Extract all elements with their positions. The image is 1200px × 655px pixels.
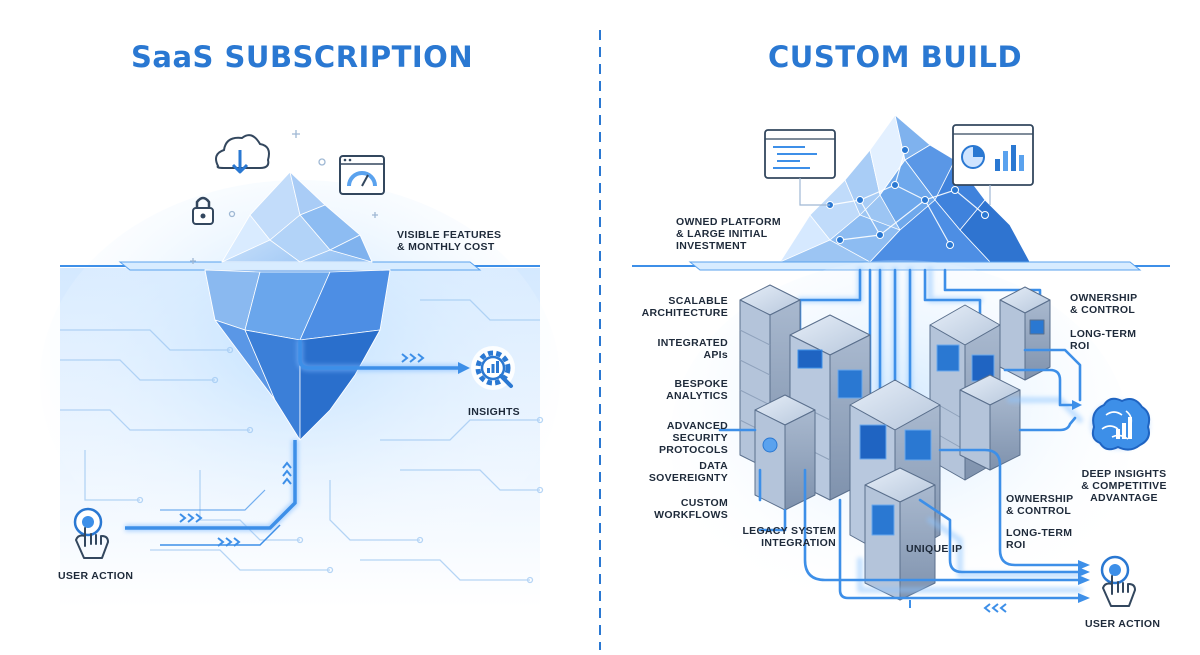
data-sovereignty-label: DATA SOVEREIGNTY xyxy=(648,460,728,484)
user-action-hand-icon-left xyxy=(73,507,109,559)
user-action-hand-icon-right xyxy=(1100,555,1136,607)
unique-ip-label: UNIQUE IP xyxy=(906,543,963,555)
saas-title: SaaS SUBSCRIPTION xyxy=(131,40,474,74)
server-cube-f xyxy=(864,467,936,601)
iceberg-tip-left xyxy=(221,171,373,263)
saas-panel xyxy=(40,130,560,608)
insights-label: INSIGHTS xyxy=(468,406,520,418)
server-cube-g xyxy=(754,394,816,511)
user-action-label-left: USER ACTION xyxy=(58,570,134,582)
arrow-chevrons-left xyxy=(179,353,425,547)
circuit-traces-left xyxy=(60,299,544,584)
server-cube-d xyxy=(999,286,1051,381)
cloud-download-icon xyxy=(215,134,270,174)
gauge-dashboard-icon xyxy=(339,155,385,195)
code-window-icon xyxy=(764,129,836,179)
deep-insights-label: DEEP INSIGHTS & COMPETITIVE ADVANTAGE xyxy=(1081,468,1167,504)
ownership-control-label-bottom: OWNERSHIP & CONTROL xyxy=(1006,493,1074,517)
water-surface-left xyxy=(60,261,540,271)
insights-gear-icon xyxy=(471,346,515,390)
flow-path-left xyxy=(125,340,470,546)
custom-workflows-label: CUSTOM WORKFLOWS xyxy=(654,497,728,521)
custom-build-title: CUSTOM BUILD xyxy=(768,40,1023,74)
sparkle-decorations-left xyxy=(190,130,378,264)
flow-pipes-front xyxy=(718,348,1090,603)
network-nodes xyxy=(829,149,986,246)
visible-features-label: VISIBLE FEATURES & MONTHLY COST xyxy=(397,229,502,253)
connector-lines-top xyxy=(799,178,991,206)
brain-analytics-icon xyxy=(1090,397,1151,451)
integrated-apis-label: INTEGRATED APIs xyxy=(657,337,728,361)
legacy-integration-label: LEGACY SYSTEM INTEGRATION xyxy=(742,525,836,549)
iceberg-mountain-right xyxy=(779,114,1031,263)
custom-build-panel xyxy=(632,114,1170,620)
scalable-architecture-label: SCALABLE ARCHITECTURE xyxy=(641,295,728,319)
server-cube-h xyxy=(959,374,1021,471)
user-action-label-right: USER ACTION xyxy=(1085,618,1161,630)
security-protocols-label: ADVANCED SECURITY PROTOCOLS xyxy=(658,420,728,456)
analytics-window-icon xyxy=(952,124,1034,186)
bespoke-analytics-label: BESPOKE ANALYTICS xyxy=(666,378,728,402)
network-node-dots xyxy=(826,146,989,249)
owned-platform-label: OWNED PLATFORM & LARGE INITIAL INVESTMEN… xyxy=(676,216,781,252)
long-term-roi-label-bottom: LONG-TERM ROI xyxy=(1006,527,1073,551)
ownership-control-label-top: OWNERSHIP & CONTROL xyxy=(1070,292,1138,316)
arrow-chevrons-right xyxy=(909,600,1007,613)
lock-icon xyxy=(192,196,214,225)
long-term-roi-label-top: LONG-TERM ROI xyxy=(1070,328,1137,352)
